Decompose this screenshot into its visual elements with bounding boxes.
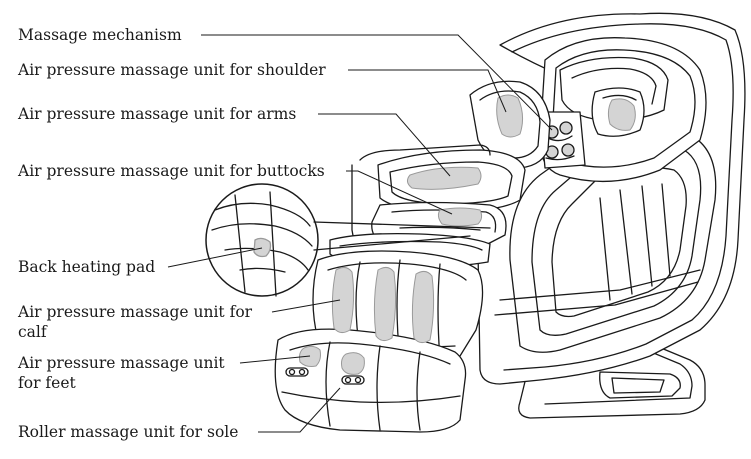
label-sole-unit: Roller massage unit for sole <box>18 422 241 442</box>
label-back-heating-pad: Back heating pad <box>18 257 158 277</box>
massage-rollers <box>539 111 586 169</box>
leader-lines <box>167 34 553 433</box>
label-feet-unit-line1: Air pressure massage unit <box>18 353 227 373</box>
calf-air-bag-3 <box>411 270 435 344</box>
leader-calf <box>271 299 341 313</box>
leader-feet <box>239 355 311 364</box>
leader-sole <box>258 387 341 433</box>
calf-air-bag-1 <box>331 266 355 334</box>
shoulder-air-bag <box>496 94 524 138</box>
label-calf-unit-line1: Air pressure massage unit for <box>18 302 255 322</box>
leader-massage-mechanism <box>201 34 553 131</box>
label-buttocks-unit: Air pressure massage unit for buttocks <box>18 161 327 181</box>
calf-air-bag-2 <box>373 266 397 342</box>
chair-foot-rest <box>274 328 467 433</box>
label-calf-unit-line2: calf <box>18 322 49 342</box>
label-arms-unit: Air pressure massage unit for arms <box>18 104 299 124</box>
leader-buttocks <box>346 170 453 215</box>
magnifier-inset <box>205 183 491 297</box>
label-shoulder-unit: Air pressure massage unit for shoulder <box>18 60 328 80</box>
chair-illustration <box>205 12 746 433</box>
feet-air-bag-2 <box>341 352 365 375</box>
label-feet-unit-line2: for feet <box>18 373 78 393</box>
leader-shoulder <box>348 69 507 113</box>
arm-air-bag <box>406 166 482 190</box>
leader-arms <box>318 113 451 177</box>
label-massage-mechanism: Massage mechanism <box>18 25 184 45</box>
leader-back-heating <box>167 247 263 268</box>
shoulder-air-bag-right <box>607 98 636 131</box>
